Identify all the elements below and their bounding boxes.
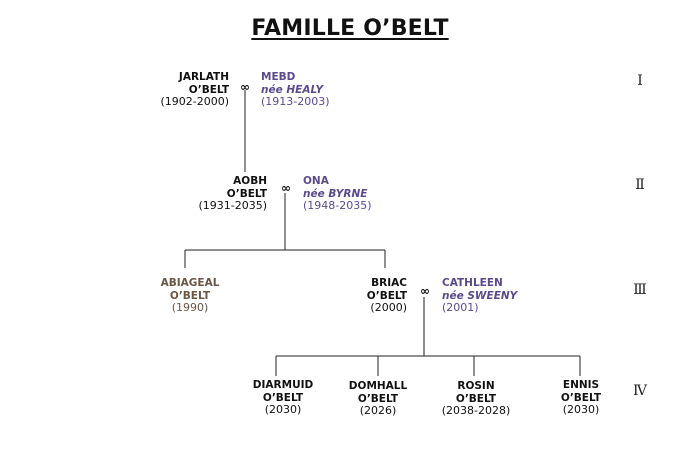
years: (1948-2035)	[303, 199, 372, 212]
generation-marker-2: Ⅱ	[635, 177, 645, 193]
first-name: BRIAC	[371, 277, 407, 289]
page-title: FAMILLE O’BELT	[251, 16, 449, 41]
person-aobh: AOBH O’BELT (1931-2035)	[198, 175, 267, 213]
marriage-symbol: ∞	[281, 181, 291, 195]
first-name: CATHLEEN	[442, 277, 503, 289]
years: (1902-2000)	[160, 95, 229, 108]
first-name: ONA	[303, 175, 329, 187]
last-name: O’BELT	[188, 83, 229, 96]
maiden-name: née BYRNE	[303, 187, 368, 200]
last-name: O’BELT	[357, 392, 399, 405]
generation-marker-1: Ⅰ	[637, 73, 643, 89]
maiden-name: née SWEENY	[442, 289, 518, 302]
person-ennis: ENNIS O’BELT (2030)	[531, 379, 631, 417]
person-mebd: MEBD née HEALY (1913-2003)	[261, 71, 330, 109]
first-name: AOBH	[233, 175, 267, 187]
last-name: O’BELT	[226, 187, 267, 200]
person-domhall: DOMHALL O’BELT (2026)	[328, 380, 428, 418]
first-name: JARLATH	[178, 71, 229, 83]
maiden-name: née HEALY	[261, 83, 324, 96]
first-name: ENNIS	[562, 379, 600, 391]
marriage-symbol: ∞	[240, 80, 250, 94]
first-name: MEBD	[261, 71, 296, 83]
years: (2026)	[359, 404, 397, 417]
years: (1913-2003)	[261, 95, 330, 108]
last-name: O’BELT	[262, 391, 304, 404]
generation-marker-3: Ⅲ	[633, 282, 647, 298]
person-diarmuid: DIARMUID O’BELT (2030)	[233, 379, 333, 417]
marriage-symbol: ∞	[420, 284, 430, 298]
first-name: DIARMUID	[252, 379, 314, 391]
years: (2030)	[264, 403, 302, 416]
person-cathleen: CATHLEEN née SWEENY (2001)	[442, 277, 517, 315]
last-name: O’BELT	[366, 289, 407, 302]
years: (1990)	[171, 301, 209, 314]
person-briac: BRIAC O’BELT (2000)	[367, 277, 407, 315]
last-name: O’BELT	[455, 392, 497, 405]
years: (2038-2028)	[441, 404, 511, 417]
years: (2000)	[370, 301, 407, 314]
first-name: ABIAGEAL	[160, 277, 220, 289]
generation-marker-4: Ⅳ	[633, 383, 647, 399]
first-name: DOMHALL	[348, 380, 408, 392]
years: (1931-2035)	[198, 199, 267, 212]
person-jarlath: JARLATH O’BELT (1902-2000)	[160, 71, 229, 109]
person-rosin: ROSIN O’BELT (2038-2028)	[426, 380, 526, 418]
person-abiageal: ABIAGEAL O’BELT (1990)	[140, 277, 240, 315]
last-name: O’BELT	[560, 391, 602, 404]
person-ona: ONA née BYRNE (1948-2035)	[303, 175, 372, 213]
years: (2001)	[442, 301, 479, 314]
first-name: ROSIN	[457, 380, 495, 392]
years: (2030)	[562, 403, 600, 416]
last-name: O’BELT	[169, 289, 211, 302]
